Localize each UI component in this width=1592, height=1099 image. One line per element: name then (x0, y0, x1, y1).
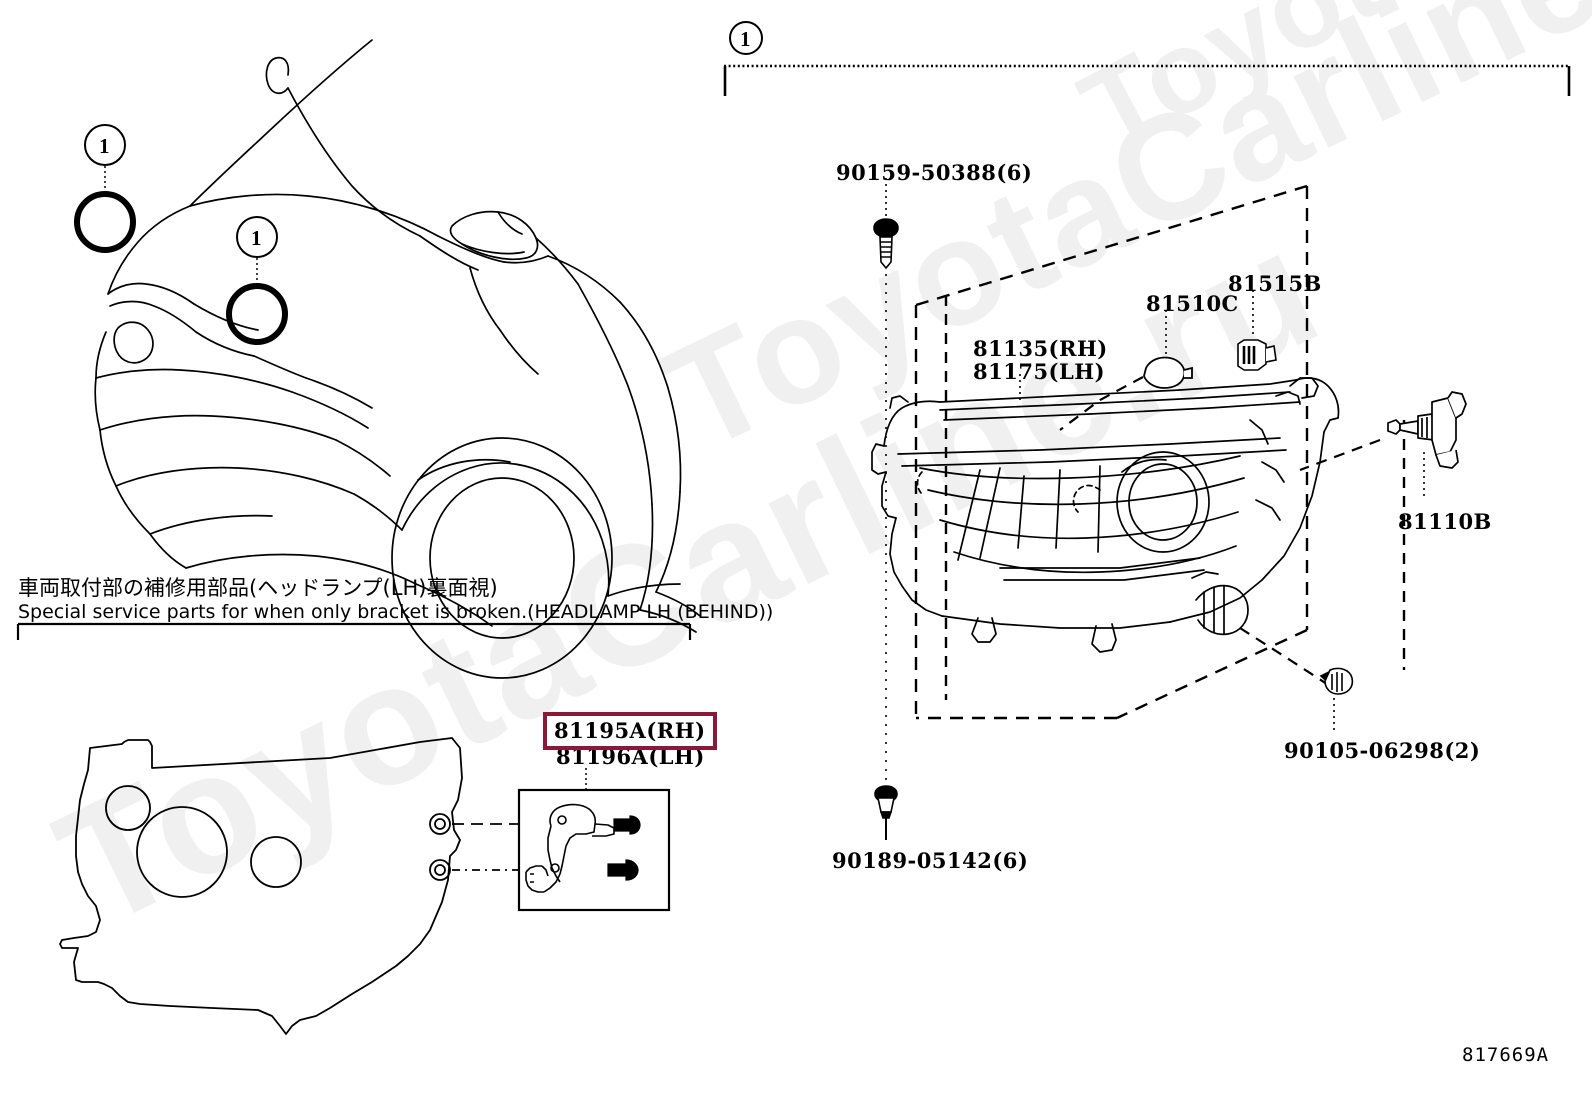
vehicle-callout-group (74, 124, 288, 345)
part-number-81110b[interactable]: 81110B (1398, 509, 1492, 534)
callout-target-ring-right (226, 283, 288, 345)
part-number-90159-50388[interactable]: 90159-50388(6) (836, 160, 1033, 185)
part-number-81175-lh[interactable]: 81175(LH) (973, 359, 1106, 384)
exploded-dashed-frame (914, 184, 1406, 720)
socket-81515b-part (1237, 339, 1277, 371)
vehicle-callout-label-2: 1 (251, 226, 262, 250)
bulb-81110b-part (1387, 391, 1467, 469)
highlighted-part-number[interactable]: 81195A(RH) (543, 712, 717, 750)
headlamp-assembly-drawing (871, 377, 1340, 653)
callout-target-ring-left (74, 191, 136, 253)
part-number-81135-rh[interactable]: 81135(RH) (973, 336, 1108, 361)
note-bracket (16, 622, 692, 640)
part-number-81510c[interactable]: 81510C (1146, 291, 1239, 316)
callout-circle-2 (236, 216, 278, 258)
bulb-81510c-part (1143, 356, 1193, 389)
bolt-90105-06298 (1319, 667, 1354, 695)
vehicle-callout-label-1: 1 (99, 134, 110, 158)
vehicle-illustration (94, 39, 701, 679)
bracket-screw-upper (613, 815, 641, 835)
bracket-screw-lower (607, 859, 639, 881)
diagram-code: 817669A (1462, 1044, 1550, 1066)
assembly-group-label: 1 (740, 27, 751, 51)
assembly-group-bracket (723, 21, 1571, 96)
part-number-90189-05142[interactable]: 90189-05142(6) (832, 848, 1029, 873)
bracket-inset-box (517, 768, 671, 912)
screw-90159-50388 (873, 218, 899, 270)
part-number-90105-06298[interactable]: 90105-06298(2) (1284, 738, 1481, 763)
note-japanese: 車両取付部の補修用部品(ヘッドランプ(LH)裏面視) (18, 576, 498, 600)
callout-circle-1 (84, 124, 126, 166)
part-number-81515b[interactable]: 81515B (1228, 271, 1322, 296)
headlamp-housing-rear-outline (59, 737, 463, 1035)
note-english: Special service parts for when only brac… (18, 601, 774, 623)
bulb-connector-dashes (1059, 376, 1381, 687)
bracket-part-drawing (525, 803, 615, 893)
nut-90189-05142 (874, 785, 898, 819)
